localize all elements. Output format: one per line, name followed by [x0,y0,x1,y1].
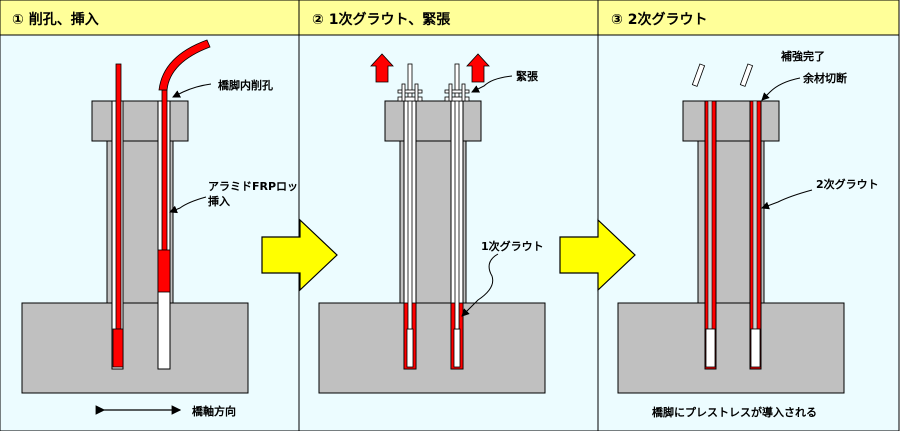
label-grout2: 2次グラウト [816,177,879,191]
plate-right-bottom [444,96,470,102]
panel-3: ③ 2次グラウト 補強完了 余材切断 2次グラウト 橋脚にプレストレスが導入され… [597,0,900,431]
label-drill: 橋脚内削孔 [218,78,273,92]
pier-cap [682,100,780,142]
panel-3-title-bar [597,0,900,36]
cut-piece-right [739,63,754,87]
plate-left-top [397,89,423,94]
plate-left-bottom [397,96,423,102]
label-axis: 橋軸方向 [192,404,236,418]
drill-leader [172,83,212,98]
cut-leader [761,77,801,101]
tendon-right [454,63,460,330]
label-complete: 補強完了 [780,49,825,63]
pier-footing [318,302,546,394]
rod-anchor-left [112,328,124,368]
pier-footing [21,302,249,394]
anchor-left [705,328,716,368]
nut-left-b [414,83,419,102]
grout1-leader [461,253,499,317]
panel-1: ① 削孔、挿入 橋脚内削孔 アラミドFRPロッド 挿入 橋軸方向 [0,0,309,431]
tendon-left [407,63,413,330]
tension-arrow-left [370,53,394,83]
anchor-right [750,328,761,368]
tension-leader [471,75,513,93]
label-cut: 余材切断 [802,71,847,85]
tendon-right [752,100,758,330]
anchor-left [406,328,414,368]
frp-rod-left [115,63,122,330]
rod-leader [169,196,207,214]
panel-2-title: ② 1次グラウト、緊張 [312,11,451,28]
nut-left-a [401,83,406,102]
label-tension: 緊張 [516,70,539,83]
tension-arrow-right [466,53,490,83]
label-result: 橋脚にプレストレスが導入される [652,405,817,419]
nut-right-b [461,83,466,102]
grout2-leader [761,189,813,210]
pier-cap [91,100,189,142]
pier-footing [617,302,845,394]
rod-anchor-right [157,249,171,293]
nut-right-a [448,83,453,102]
label-rod: アラミドFRPロッド [208,180,309,193]
pier-cap [384,100,482,142]
anchor-right [453,328,461,368]
step-arrow-1 [261,218,338,292]
panel-1-title: ① 削孔、挿入 [12,11,99,28]
cut-piece-left [691,63,706,87]
step-arrow-2 [559,218,636,292]
label-insert: 挿入 [208,194,230,208]
panel-2: ② 1次グラウト、緊張 緊張 1次グラウト [298,0,599,431]
frp-rod-right [161,89,168,251]
label-grout1: 1次グラウト [481,239,544,253]
tendon-left [707,100,713,330]
plate-right-top [444,89,470,94]
frp-rod-curved [158,39,211,91]
panel-3-title: ③ 2次グラウト [611,11,707,28]
